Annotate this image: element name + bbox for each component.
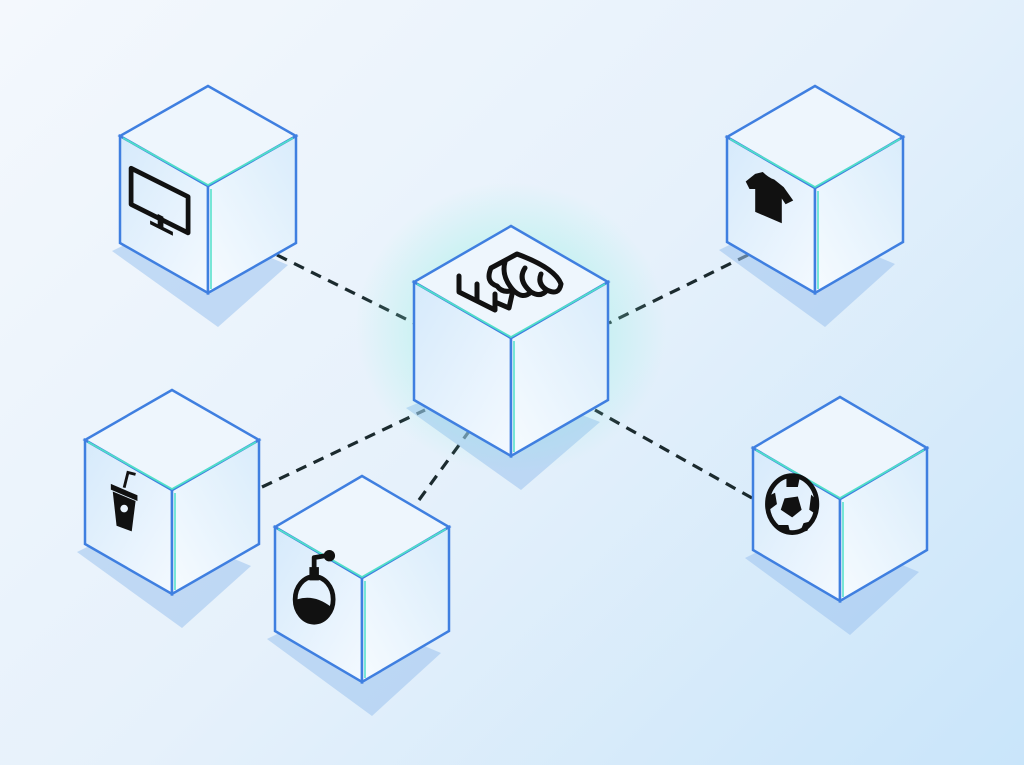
storefront-icon [456,251,564,313]
tshirt-icon [745,171,794,224]
perfume-bottle-icon [292,550,336,625]
cube-edge-highlight [729,138,901,189]
connector-line-fragrance [417,429,472,501]
connector-line-electronics [276,253,415,325]
cube-edge-highlight [87,441,257,491]
connector-line-sports [594,408,753,500]
fragrance-cube[interactable] [267,474,452,716]
connector-line-apparel [608,253,749,325]
connectors [261,253,753,501]
apparel-cube[interactable] [719,84,906,327]
cube-edge-highlight [755,449,925,500]
soccer-ball-icon [765,473,820,535]
electronics-cube[interactable] [112,84,299,327]
cubes [77,84,930,716]
monitor-icon [128,165,191,236]
sports-cube[interactable] [745,395,930,635]
cube-edge-highlight [416,283,606,339]
drink-cup-icon [110,470,138,532]
beverages-cube[interactable] [77,388,262,628]
store-cube[interactable] [355,182,667,491]
cube-edge-highlight [122,137,294,187]
cube-edge-highlight [277,528,447,579]
